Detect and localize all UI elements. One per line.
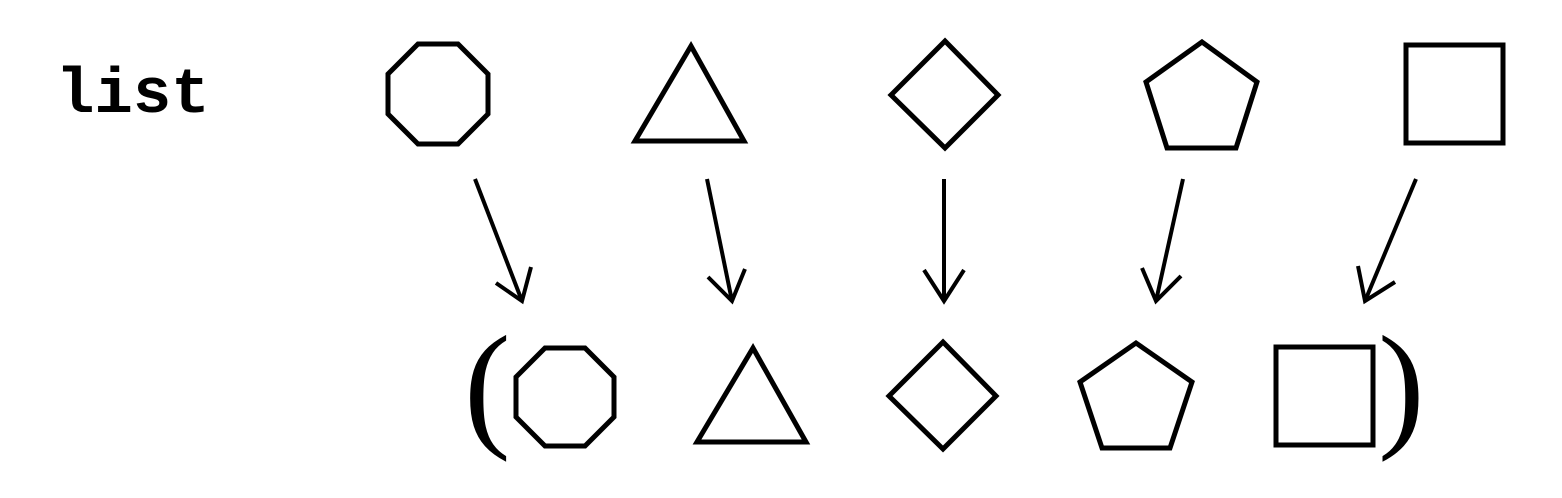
bottom-circle-shape: [513, 345, 617, 449]
arrows: [473, 178, 1418, 305]
top-square-shape: [1403, 42, 1506, 146]
open-paren: (: [464, 308, 511, 463]
bottom-diamond-shape: [885, 338, 1000, 453]
arrow-3: [922, 179, 966, 305]
list-label: list: [56, 60, 210, 132]
bottom-triangle-shape: [692, 343, 811, 445]
arrow-4: [1140, 178, 1185, 305]
top-pentagon-shape: [1143, 38, 1260, 151]
bottom-square-shape: [1273, 344, 1376, 448]
arrow-1: [473, 178, 533, 305]
top-circle-shape: [385, 41, 491, 147]
close-paren: ): [1378, 308, 1425, 463]
bottom-row: ( ): [464, 308, 1425, 463]
top-row: [385, 37, 1506, 152]
arrow-2: [705, 178, 747, 305]
bottom-pentagon-shape: [1077, 339, 1195, 451]
arrow-5: [1356, 178, 1418, 305]
top-diamond-shape: [887, 37, 1002, 152]
top-triangle-shape: [630, 40, 749, 144]
